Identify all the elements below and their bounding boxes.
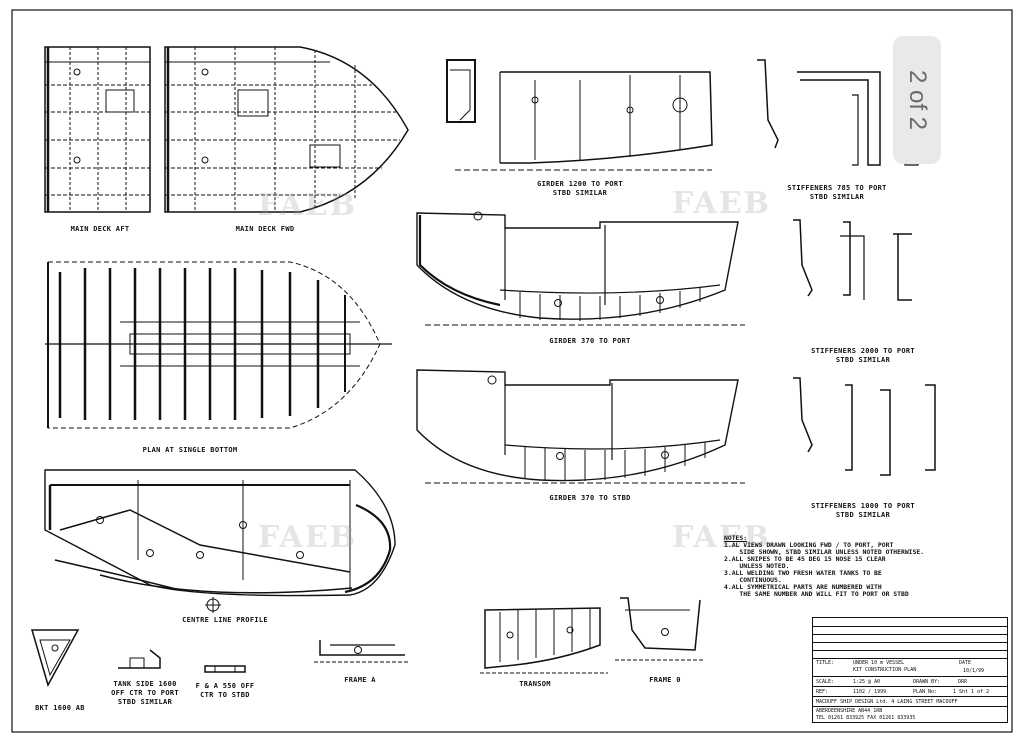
- label-tank-side-2: OFF CTR TO PORT: [111, 689, 179, 697]
- label-stiffeners-2000: STIFFENERS 2000 TO PORT: [811, 347, 915, 355]
- date-label: DATE: [959, 660, 972, 666]
- note-line: THE SAME NUMBER AND WILL FIT TO PORT OR …: [724, 590, 909, 598]
- label-frame-a: FRAME A: [344, 676, 376, 684]
- label-stiffeners-785-sub: STBD SIMILAR: [809, 193, 865, 201]
- label-bkt-1600: BKT 1600 AB: [35, 704, 85, 712]
- frame-a-drawing: [314, 640, 410, 663]
- fa-550-drawing: [204, 665, 246, 673]
- note-line: CONTINUOUS.: [724, 576, 782, 584]
- note-line: 2.ALL SNIPES TO BE 45 DEG 15 NOSE 15 CLE…: [724, 555, 886, 563]
- main-deck-aft-drawing: [44, 46, 151, 213]
- page-indicator[interactable]: 2 of 2: [893, 36, 941, 164]
- label-frame-0: FRAME 0: [649, 676, 681, 684]
- label-tank-side-3: STBD SIMILAR: [117, 698, 173, 706]
- note-line: 3.ALL WELDING TWO FRESH WATER TANKS TO B…: [724, 569, 882, 577]
- ref-label: REF:: [816, 689, 829, 695]
- label-main-deck-aft: MAIN DECK AFT: [70, 225, 130, 233]
- plan-single-bottom-drawing: [45, 261, 392, 429]
- address-line: ABERDEENSHIRE AB44 1RB: [816, 708, 883, 714]
- title-block: TITLE: UNDER 10 m VESSEL KIT CONSTRUCTIO…: [812, 617, 1008, 723]
- label-stiffeners-1000: STIFFENERS 1000 TO PORT: [811, 502, 915, 510]
- notes-block: NOTES: 1.AL VIEWS DRAWN LOOKING FWD / TO…: [724, 535, 924, 598]
- label-stiffeners-1000-sub: STBD SIMILAR: [835, 511, 891, 519]
- bkt-1600-drawing: [31, 629, 80, 687]
- note-line: SIDE SHOWN, STBD SIMILAR UNLESS NOTED OT…: [724, 548, 925, 556]
- date-value: 10/1/99: [963, 668, 985, 674]
- note-line: 4.ALL SYMMETRICAL PARTS ARE NUMBERED WIT…: [724, 583, 882, 591]
- company-line: MACDUFF SHIP DESIGN Ltd. 4 LAING STREET …: [816, 699, 958, 705]
- frame-0-drawing: [615, 597, 705, 661]
- notes-title: NOTES:: [724, 534, 748, 542]
- label-fa-550-2: CTR TO STBD: [200, 691, 250, 699]
- drawn-label: DRAWN BY:: [913, 679, 941, 685]
- label-tank-side-1: TANK SIDE 1600: [113, 680, 177, 688]
- watermark: FAEB: [672, 186, 772, 221]
- tel-line: TEL 01261 833925 FAX 01261 833935: [816, 715, 916, 721]
- watermark: FAEB: [672, 520, 772, 555]
- label-fa-550-1: F & A 550 OFF: [195, 682, 255, 690]
- stiffeners-2000-drawing: [793, 219, 912, 301]
- title-label: TITLE:: [816, 660, 835, 666]
- label-centre-line-profile: CENTRE LINE PROFILE: [182, 616, 268, 624]
- plan-value: 1 Sht 1 of 2: [953, 689, 990, 695]
- label-transom: TRANSOM: [519, 680, 551, 688]
- tank-side-drawing: [118, 649, 161, 669]
- ref-value: 1102 / 1999: [853, 689, 887, 695]
- scale-label: SCALE:: [816, 679, 835, 685]
- title-line-1: UNDER 10 m VESSEL: [853, 660, 905, 666]
- drawn-value: DRR: [958, 679, 968, 685]
- girder-370-port-drawing: [416, 211, 745, 326]
- label-girder-370-port: GIRDER 370 TO PORT: [549, 337, 631, 345]
- centre-line-profile-drawing: [44, 469, 396, 613]
- note-line: UNLESS NOTED.: [724, 562, 790, 570]
- watermark: FAEB: [258, 520, 358, 555]
- scale-value: 1:25 @ A0: [853, 679, 881, 685]
- label-stiffeners-785: STIFFENERS 785 TO PORT: [787, 184, 887, 192]
- label-girder-1200: GIRDER 1200 TO PORT: [537, 180, 623, 188]
- label-girder-370-stbd: GIRDER 370 TO STBD: [549, 494, 631, 502]
- stiffeners-1000-drawing: [793, 377, 936, 476]
- transom-drawing: [480, 607, 608, 674]
- stiffeners-785-drawing: [757, 59, 919, 166]
- girder-1200-drawing: [446, 59, 713, 171]
- label-main-deck-fwd: MAIN DECK FWD: [235, 225, 295, 233]
- title-line-2: KIT CONSTRUCTION PLAN: [853, 667, 917, 673]
- watermark: FAEB: [258, 188, 358, 223]
- main-deck-fwd-drawing: [164, 46, 409, 213]
- label-stiffeners-2000-sub: STBD SIMILAR: [835, 356, 891, 364]
- label-plan-single-bottom: PLAN AT SINGLE BOTTOM: [142, 446, 238, 454]
- plan-label: PLAN No:: [913, 689, 938, 695]
- label-girder-1200-sub: STBD SIMILAR: [552, 189, 608, 197]
- note-line: 1.AL VIEWS DRAWN LOOKING FWD / TO PORT, …: [724, 541, 894, 549]
- page-indicator-label: 2 of 2: [904, 69, 932, 131]
- girder-370-stbd-drawing: [416, 369, 745, 484]
